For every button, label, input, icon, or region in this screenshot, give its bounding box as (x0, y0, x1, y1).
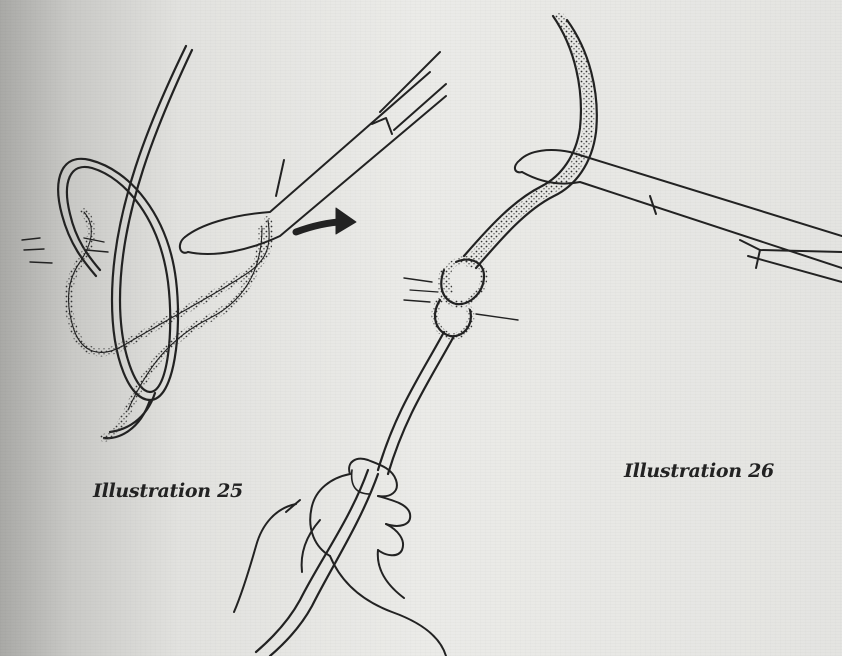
wound-marks (22, 238, 108, 263)
hand (234, 459, 446, 656)
suture-strand-white-right (256, 332, 454, 656)
illustration-26 (234, 16, 842, 656)
caption-illustration-25: Illustration 25 (93, 480, 243, 502)
motion-arrow (296, 208, 356, 234)
suture-strand-dotted-right (464, 16, 597, 268)
suture-strand-white (58, 46, 192, 438)
illustration-25 (22, 46, 446, 438)
caption-illustration-26: Illustration 26 (624, 460, 774, 482)
suture-knot (404, 260, 518, 337)
hemostat-right (515, 150, 842, 282)
